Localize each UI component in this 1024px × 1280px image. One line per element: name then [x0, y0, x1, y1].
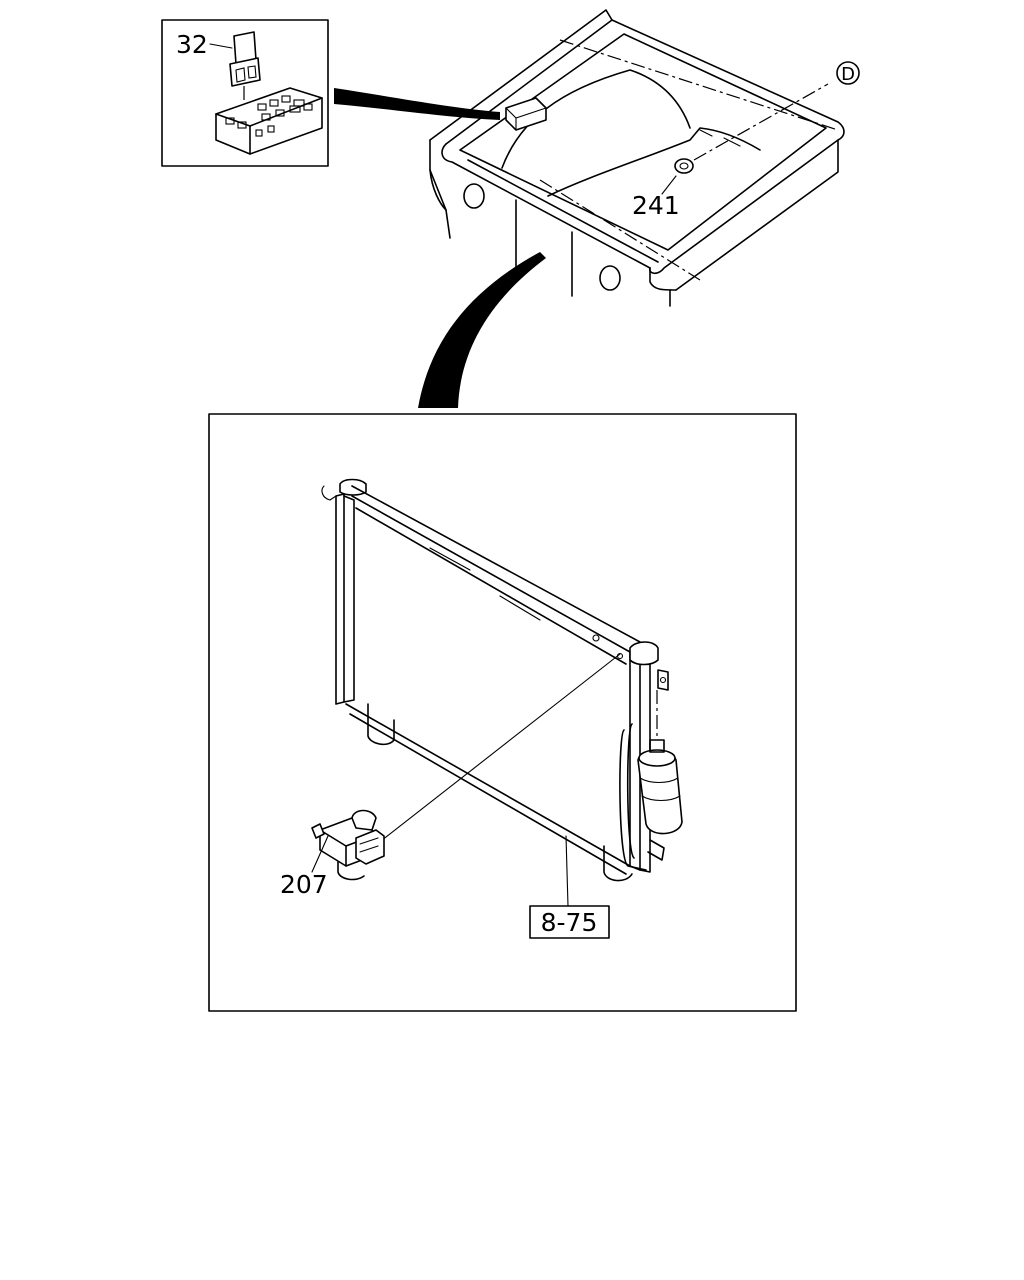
view-marker-d: D	[836, 61, 860, 85]
relay-detail-inset: 32	[161, 19, 329, 167]
receiver-drier	[619, 690, 683, 871]
view-marker-label: D	[841, 64, 855, 85]
vehicle-frame	[429, 9, 845, 307]
detail-pointer-arrow	[418, 252, 546, 408]
grommet-leader	[661, 175, 677, 195]
relay-leader	[209, 43, 233, 49]
frame-hole-left	[463, 183, 485, 209]
condenser-leader	[565, 835, 569, 907]
frame-hole-right	[599, 265, 621, 291]
callout-32: 32	[176, 30, 208, 59]
fuse-block	[215, 87, 323, 155]
pressure-switch-part: 207	[280, 653, 621, 899]
callout-8-75: 8-75	[541, 908, 598, 937]
inset-frame	[161, 19, 329, 167]
condenser-ref-box	[529, 905, 610, 939]
condenser-detail-frame	[208, 413, 797, 1012]
condenser-assembly	[321, 478, 683, 882]
switch-install-line	[371, 653, 621, 849]
relay-part	[229, 31, 261, 87]
callout-241: 241	[632, 191, 680, 220]
condenser-reference: 8-75	[529, 835, 610, 939]
switch-leader	[311, 835, 329, 873]
callout-207: 207	[280, 870, 328, 899]
inset-pointer-arrow	[334, 88, 500, 120]
grommet-part: 241	[632, 83, 829, 220]
